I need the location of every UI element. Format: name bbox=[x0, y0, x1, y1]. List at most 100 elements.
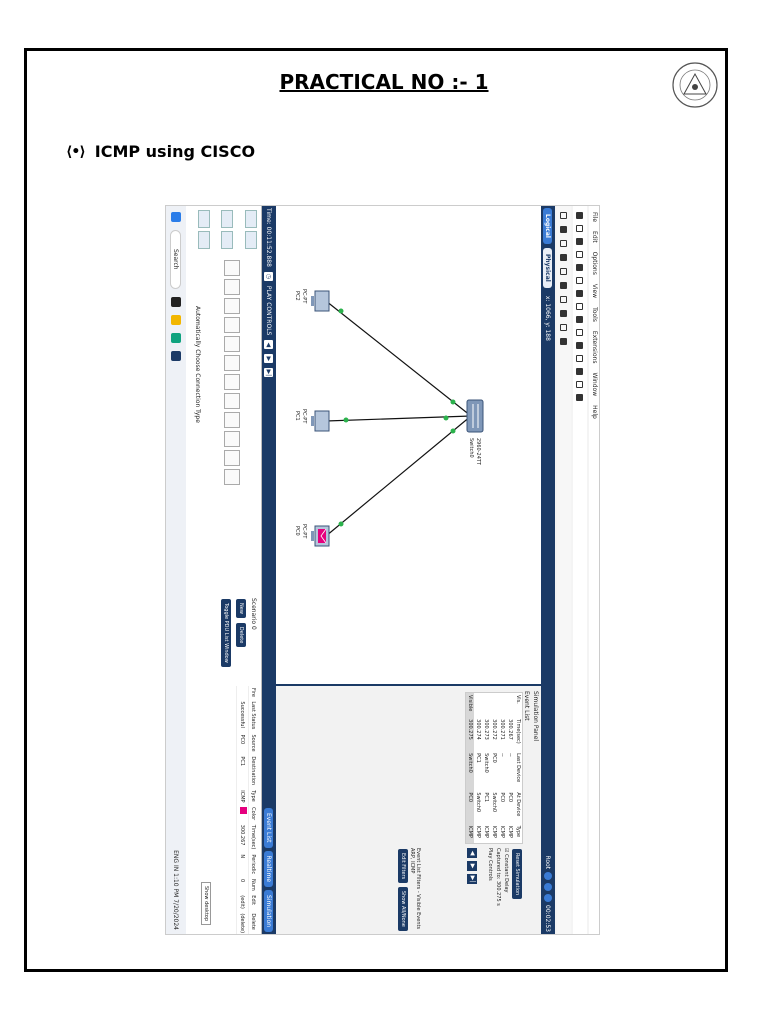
menu-file[interactable]: File bbox=[591, 212, 599, 223]
pc0-icon[interactable] bbox=[311, 525, 330, 547]
save-icon[interactable] bbox=[576, 238, 584, 245]
tab-event-list[interactable]: Event List bbox=[264, 807, 274, 848]
ellipse-tool-icon[interactable] bbox=[560, 296, 568, 303]
menu-options[interactable]: Options bbox=[591, 251, 599, 275]
device-category-icon[interactable] bbox=[221, 210, 234, 228]
back-icon[interactable] bbox=[544, 872, 552, 881]
coaxial-cable-icon[interactable] bbox=[224, 374, 240, 390]
file-explorer-icon[interactable] bbox=[171, 314, 181, 325]
step-back-icon[interactable]: ◀ bbox=[467, 848, 477, 858]
menu-help[interactable]: Help bbox=[591, 405, 599, 419]
zoom-reset-icon[interactable] bbox=[576, 355, 584, 362]
usb-cable-icon[interactable] bbox=[224, 469, 240, 485]
link-switch-pc2[interactable] bbox=[325, 300, 472, 417]
search-tool-icon[interactable] bbox=[560, 226, 568, 233]
resize-tool-icon[interactable] bbox=[560, 254, 568, 261]
network-info-icon[interactable] bbox=[576, 277, 584, 284]
pc2-icon[interactable] bbox=[311, 290, 330, 312]
device-category-icon[interactable] bbox=[221, 231, 234, 249]
link-up-indicator bbox=[338, 521, 344, 527]
menu-tools[interactable]: Tools bbox=[591, 307, 599, 322]
menu-extensions[interactable]: Extensions bbox=[591, 330, 599, 364]
constant-delay-checkbox[interactable]: ☑ bbox=[503, 848, 509, 853]
new-file-icon[interactable] bbox=[576, 212, 584, 219]
zoom-in-icon[interactable] bbox=[576, 342, 584, 349]
task-view-icon[interactable] bbox=[171, 296, 181, 307]
phone-cable-icon[interactable] bbox=[224, 355, 240, 371]
undo-icon[interactable] bbox=[576, 316, 584, 323]
straight-through-cable-icon[interactable] bbox=[224, 298, 240, 314]
environment-icon[interactable] bbox=[544, 894, 552, 903]
taskbar-search[interactable]: Search bbox=[170, 230, 182, 289]
back-step-icon[interactable]: ◀ bbox=[264, 340, 274, 350]
device-category-icon[interactable] bbox=[245, 210, 257, 228]
link-up-indicator bbox=[343, 417, 349, 423]
serial-dce-cable-icon[interactable] bbox=[224, 393, 240, 409]
drawing-palette-icon[interactable] bbox=[576, 381, 584, 388]
logical-workspace[interactable]: 2960-24TT Switch0 PC-PT PC0 PC-PT PC1 bbox=[276, 206, 541, 686]
show-all-none-button[interactable]: Show All/None bbox=[398, 886, 408, 931]
delete-tool-icon[interactable] bbox=[560, 240, 568, 247]
menu-edit[interactable]: Edit bbox=[591, 231, 599, 243]
open-file-icon[interactable] bbox=[576, 225, 584, 232]
tab-simulation[interactable]: Simulation bbox=[264, 890, 274, 932]
toggle-pdu-list-button[interactable]: Toggle PDU List Window bbox=[221, 599, 231, 667]
wizard-icon[interactable] bbox=[576, 264, 584, 271]
device-category-icon[interactable] bbox=[197, 210, 210, 228]
serial-dte-cable-icon[interactable] bbox=[224, 412, 240, 428]
zoom-out-icon[interactable] bbox=[576, 368, 584, 375]
console-cable-icon[interactable] bbox=[224, 279, 240, 295]
packet-tracer-taskbar-icon[interactable] bbox=[171, 350, 181, 361]
crossover-cable-icon[interactable] bbox=[224, 317, 240, 333]
add-complex-pdu-icon[interactable] bbox=[560, 338, 568, 345]
iot-cable-icon[interactable] bbox=[224, 450, 240, 466]
reset-simulation-button[interactable]: Reset Simulation bbox=[512, 849, 522, 900]
tab-physical[interactable]: Physical bbox=[543, 247, 553, 288]
language-indicator[interactable]: ENG IN bbox=[172, 850, 180, 872]
scenario-controls: Scenario 0 New Delete Toggle PDU List Wi… bbox=[217, 598, 257, 678]
pc2-model-label: PC-PT bbox=[301, 289, 307, 304]
freeform-tool-icon[interactable] bbox=[560, 310, 568, 317]
add-simple-pdu-icon[interactable] bbox=[560, 324, 568, 331]
play-button-icon[interactable]: ▶ bbox=[264, 354, 274, 364]
copy-icon[interactable] bbox=[576, 290, 584, 297]
pc1-icon[interactable] bbox=[311, 410, 330, 432]
octal-cable-icon[interactable] bbox=[224, 431, 240, 447]
tab-logical[interactable]: Logical bbox=[543, 208, 553, 244]
menu-view[interactable]: View bbox=[591, 283, 599, 299]
play-icon[interactable]: ▶ bbox=[467, 861, 477, 871]
auto-connect-icon[interactable] bbox=[224, 260, 240, 276]
line-tool-icon[interactable] bbox=[560, 268, 568, 275]
viewport-icon[interactable] bbox=[544, 883, 552, 892]
edit-filters-button[interactable]: Edit Filters bbox=[398, 849, 408, 884]
new-scenario-button[interactable]: New bbox=[236, 599, 246, 618]
menu-window[interactable]: Window bbox=[591, 372, 599, 397]
scenario-select[interactable]: Scenario 0 bbox=[250, 598, 257, 630]
rectangle-tool-icon[interactable] bbox=[560, 282, 568, 289]
device-category-icon[interactable] bbox=[197, 231, 210, 249]
print-icon[interactable] bbox=[576, 251, 584, 258]
step-forward-icon[interactable]: ▶| bbox=[467, 874, 477, 884]
custom-device-icon[interactable] bbox=[576, 394, 584, 401]
link-switch-pc0[interactable] bbox=[325, 415, 472, 537]
clock-icon[interactable]: ◷ bbox=[264, 271, 274, 281]
switch-icon[interactable] bbox=[466, 399, 484, 433]
redo-icon[interactable] bbox=[576, 329, 584, 336]
windows-start-icon[interactable] bbox=[171, 212, 181, 222]
fiber-cable-icon[interactable] bbox=[224, 336, 240, 352]
device-category-icon[interactable] bbox=[245, 231, 257, 249]
table-row[interactable]: Successful PC0 PC1 ICMP 300.267 N 0 (edi… bbox=[236, 686, 249, 934]
delete-scenario-button[interactable]: Delete bbox=[236, 622, 246, 648]
paste-icon[interactable] bbox=[576, 303, 584, 310]
bullet-icon: ⟨•⟩ bbox=[66, 143, 86, 160]
forward-step-icon[interactable]: ▶| bbox=[264, 368, 274, 378]
edge-browser-icon[interactable] bbox=[171, 332, 181, 343]
tab-realtime[interactable]: Realtime bbox=[264, 850, 274, 888]
select-tool-icon[interactable] bbox=[560, 212, 568, 219]
